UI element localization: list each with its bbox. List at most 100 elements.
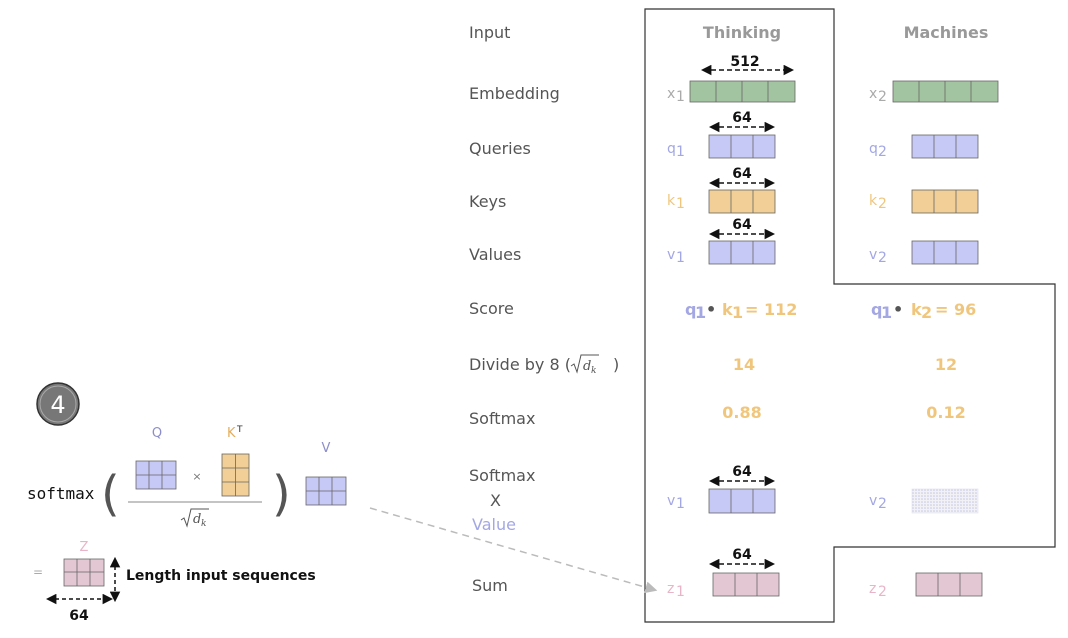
- weighted-value-v2: [911, 488, 979, 514]
- vector-z1-label: z 1: [667, 581, 685, 600]
- weighted-value-v1: [708, 488, 776, 514]
- step-badge: 4: [36, 382, 80, 426]
- svg-text:64: 64: [732, 217, 752, 233]
- multiply-sign: ×: [192, 470, 201, 483]
- vector-v1-weighted-label: v 1: [667, 493, 685, 512]
- svg-text:2: 2: [921, 303, 932, 322]
- row-label-softmax-x-value-3: Value: [472, 515, 516, 534]
- svg-text:k: k: [869, 193, 878, 209]
- row-label-values: Values: [469, 245, 521, 264]
- embedding-x2: [892, 80, 999, 103]
- row-label-input: Input: [469, 23, 510, 42]
- svg-text:1: 1: [732, 303, 743, 322]
- svg-text:1: 1: [695, 303, 706, 322]
- svg-text:2: 2: [878, 584, 887, 600]
- svg-text:= 96: = 96: [935, 300, 976, 319]
- row-label-embedding: Embedding: [469, 84, 560, 103]
- svg-text:512: 512: [730, 54, 759, 70]
- dim-arrow-weighted: 64: [708, 464, 776, 487]
- svg-text:= 112: = 112: [745, 300, 797, 319]
- svg-text:•: •: [893, 300, 903, 319]
- dim-arrow-512: 512: [700, 54, 795, 76]
- v-matrix: [305, 476, 347, 506]
- svg-text:k: k: [722, 300, 733, 319]
- svg-text:4: 4: [50, 391, 65, 419]
- svg-text:64: 64: [732, 547, 752, 563]
- score-2: q 1 • k 2 = 96: [871, 300, 976, 322]
- sqrt-dk-denominator: d k: [180, 508, 209, 529]
- svg-text:k: k: [911, 300, 922, 319]
- vector-q1-label: q 1: [667, 141, 685, 160]
- svg-text:2: 2: [878, 196, 887, 212]
- row-label-softmax-x-value-2: X: [490, 491, 501, 510]
- svg-text:x: x: [667, 86, 675, 102]
- svg-text:k: k: [201, 519, 206, 529]
- embedding-x1: [689, 80, 796, 103]
- svg-text:q: q: [685, 300, 696, 319]
- vector-x1-label: x 1: [667, 86, 685, 105]
- z-width-arrow: 64: [45, 593, 114, 624]
- svg-text:K: K: [227, 426, 236, 441]
- svg-text:q: q: [667, 141, 676, 157]
- key-k1: [708, 189, 776, 214]
- softmax-value-1: 0.88: [722, 403, 761, 422]
- z-matrix: [63, 558, 105, 587]
- svg-text:v: v: [667, 247, 675, 263]
- svg-text:v: v: [869, 493, 877, 509]
- equals-sign: =: [33, 565, 43, 579]
- svg-text:k: k: [591, 366, 596, 376]
- q-matrix-label: Q: [152, 426, 162, 441]
- row-label-divide: Divide by 8 (: [469, 355, 571, 374]
- kt-matrix: [221, 453, 250, 497]
- output-z1: [712, 572, 780, 597]
- svg-text:d: d: [193, 512, 201, 527]
- divided-score-2: 12: [935, 355, 957, 374]
- svg-text:x: x: [869, 86, 877, 102]
- softmax-function-label: softmax: [27, 484, 95, 503]
- word-machines: Machines: [904, 23, 989, 42]
- svg-text:2: 2: [878, 89, 887, 105]
- svg-text:1: 1: [676, 89, 685, 105]
- left-paren: (: [101, 466, 120, 522]
- right-paren: ): [272, 466, 291, 522]
- dim-arrow-queries: 64: [708, 110, 776, 133]
- sqrt-dk-inline: d k: [570, 354, 599, 376]
- vector-q2-label: q 2: [869, 141, 887, 160]
- svg-text:1: 1: [676, 250, 685, 266]
- row-label-score: Score: [469, 299, 514, 318]
- svg-text:1: 1: [676, 144, 685, 160]
- column-outline: [644, 8, 1056, 623]
- dim-arrow-sum: 64: [708, 547, 776, 570]
- dim-arrow-keys: 64: [708, 166, 776, 189]
- vector-k1-label: k 1: [667, 193, 685, 212]
- svg-text:64: 64: [69, 608, 89, 624]
- row-label-sum: Sum: [472, 576, 508, 595]
- value-v2: [911, 240, 979, 265]
- key-k2: [911, 189, 979, 214]
- svg-text:1: 1: [676, 496, 685, 512]
- svg-text:64: 64: [732, 166, 752, 182]
- row-label-divide-close: ): [613, 355, 619, 374]
- v-matrix-label: V: [322, 441, 331, 456]
- svg-text:k: k: [667, 193, 676, 209]
- svg-text:2: 2: [878, 144, 887, 160]
- row-label-keys: Keys: [469, 192, 506, 211]
- svg-text:d: d: [583, 359, 591, 374]
- svg-text:z: z: [869, 581, 876, 597]
- svg-text:1: 1: [881, 303, 892, 322]
- svg-text:v: v: [869, 247, 877, 263]
- row-label-queries: Queries: [469, 139, 531, 158]
- vector-x2-label: x 2: [869, 86, 887, 105]
- svg-text:v: v: [667, 493, 675, 509]
- query-q1: [708, 134, 776, 159]
- svg-text:2: 2: [878, 496, 887, 512]
- vector-z2-label: z 2: [869, 581, 887, 600]
- row-label-softmax-x-value-1: Softmax: [469, 466, 535, 485]
- formula-to-z1-arrow: [369, 507, 658, 594]
- svg-text:1: 1: [676, 196, 685, 212]
- vector-v1-label: v 1: [667, 247, 685, 266]
- svg-text:1: 1: [676, 584, 685, 600]
- word-thinking: Thinking: [703, 23, 781, 42]
- svg-text:2: 2: [878, 250, 887, 266]
